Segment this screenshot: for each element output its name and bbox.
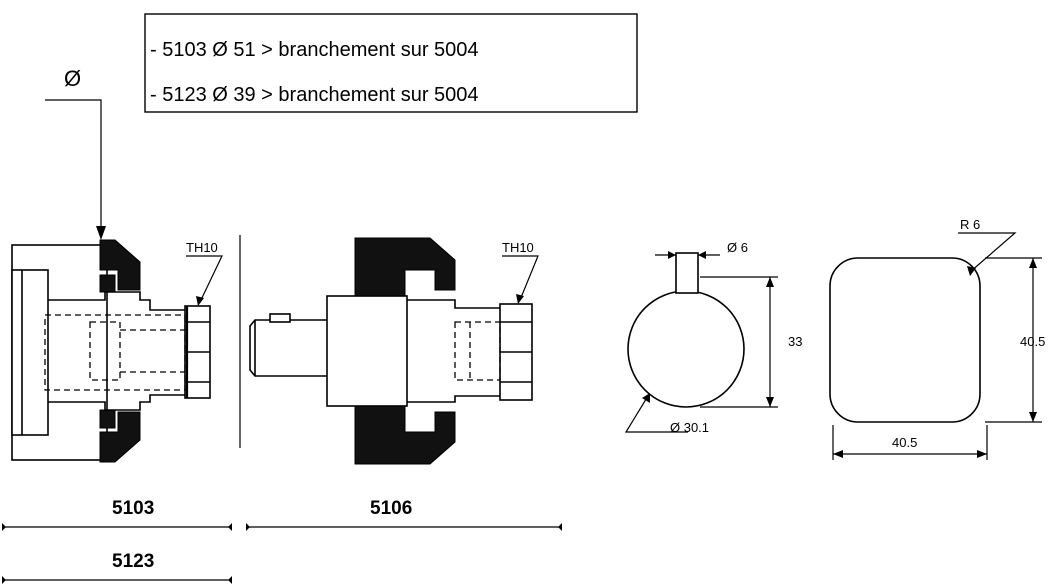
dim-40-5-width: 40.5 — [892, 435, 917, 450]
part-5106-drawing: TH10 — [249, 237, 539, 465]
dim-40-5-height: 40.5 — [1020, 334, 1045, 349]
dim-33: 33 — [788, 334, 802, 349]
part-label-5106: 5106 — [246, 498, 562, 531]
dim-d6: Ø 6 — [727, 240, 748, 255]
part-label-5103: 5103 — [2, 498, 232, 531]
part-number-5103: 5103 — [112, 498, 154, 519]
dim-r6: R 6 — [960, 217, 980, 232]
part-label-5123: 5123 — [2, 551, 232, 584]
th10-label-left: TH10 — [186, 240, 218, 255]
part-number-5123: 5123 — [112, 551, 154, 572]
square-profile-drawing: R 6 40.5 40.5 — [829, 217, 1045, 460]
legend-line-2: - 5123 Ø 39 > branchement sur 5004 — [150, 84, 479, 106]
legend-box: - 5103 Ø 51 > branchement sur 5004 - 512… — [144, 13, 638, 113]
diameter-symbol: Ø — [64, 66, 81, 91]
round-profile-drawing: Ø 6 33 Ø 30.1 — [624, 240, 802, 435]
legend-line-1: - 5103 Ø 51 > branchement sur 5004 — [150, 39, 479, 61]
part-5103-drawing: TH10 — [11, 239, 223, 463]
part-number-5106: 5106 — [370, 498, 412, 519]
diameter-leader: Ø — [45, 66, 106, 240]
th10-label-right: TH10 — [502, 240, 534, 255]
dim-d30: Ø 30.1 — [670, 420, 709, 435]
